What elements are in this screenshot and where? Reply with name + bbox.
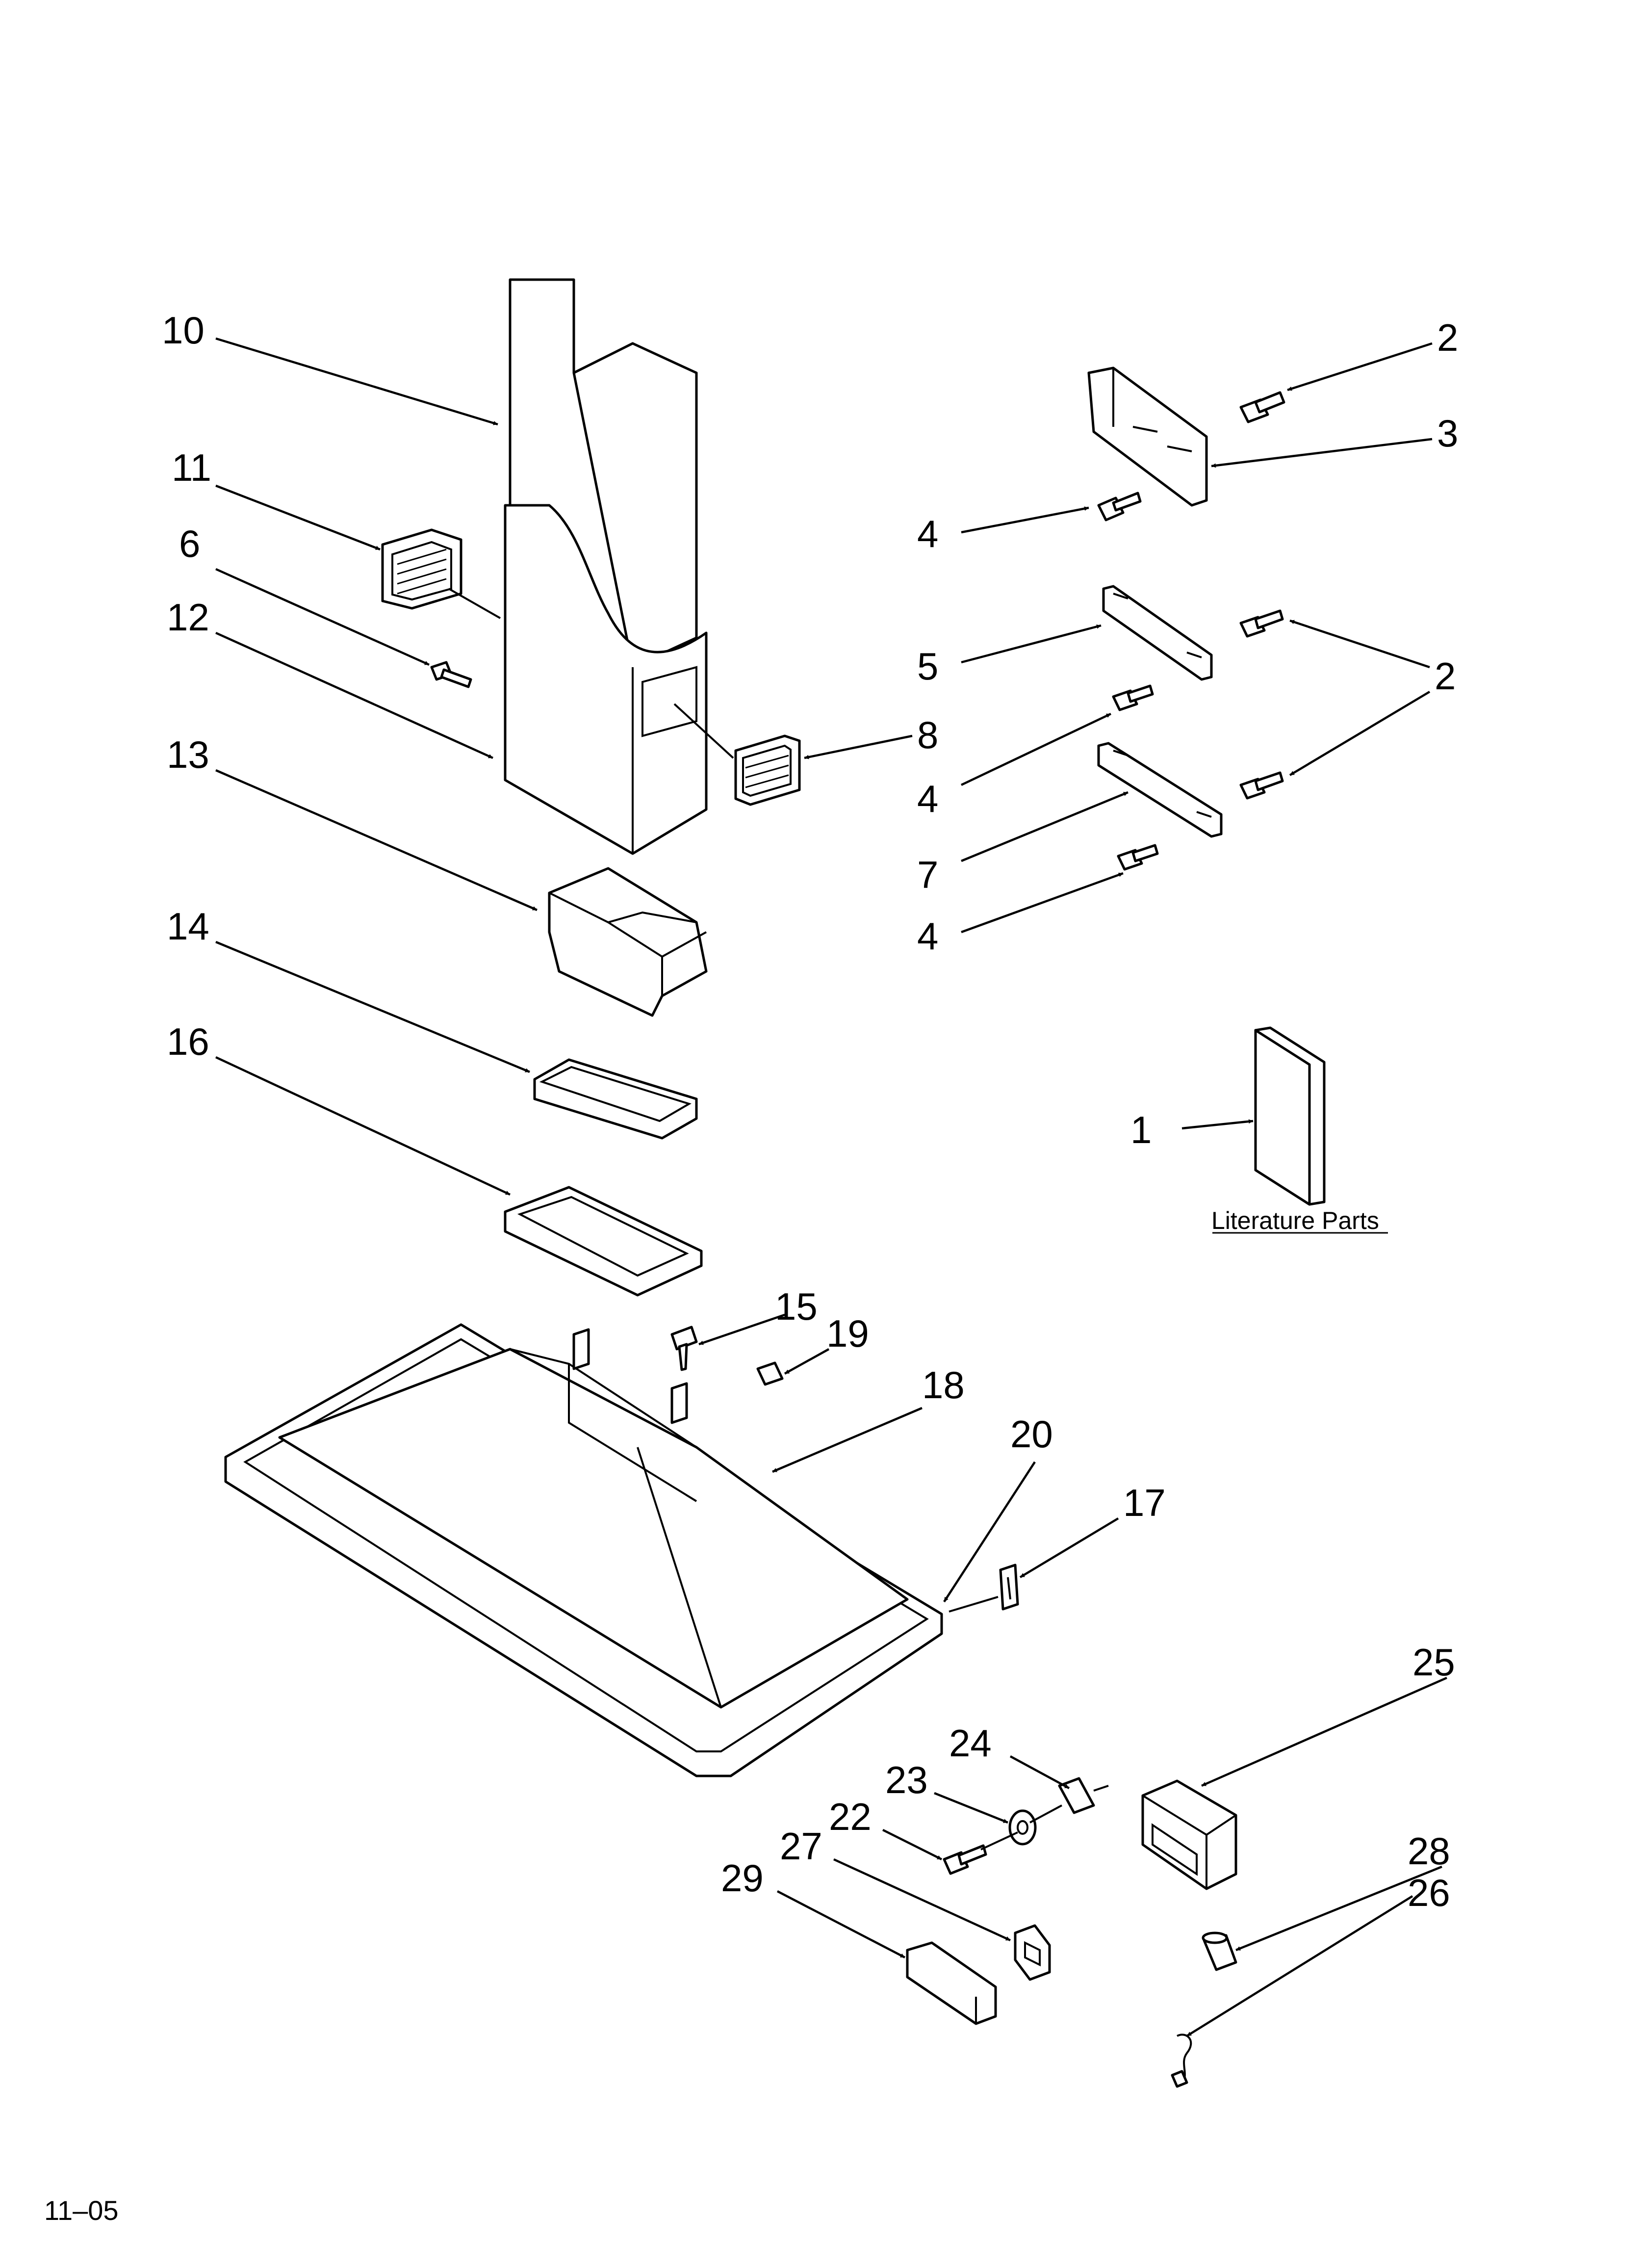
filter-plate — [504, 1186, 703, 1297]
callout-20: 20 — [1010, 1412, 1053, 1456]
callout-13: 13 — [167, 733, 209, 776]
bracket-7 — [1097, 742, 1223, 838]
screw-22 — [943, 1844, 987, 1875]
callout-8: 8 — [917, 713, 938, 756]
clip-19 — [756, 1361, 784, 1386]
callout-29: 29 — [721, 1856, 764, 1900]
literature-parts-caption: Literature Parts — [1211, 1207, 1379, 1234]
callout-5: 5 — [917, 645, 938, 688]
callout-6: 6 — [179, 522, 200, 565]
cover-plate-29 — [906, 1941, 997, 2025]
callout-4-bottom: 4 — [917, 914, 938, 958]
callout-27: 27 — [780, 1825, 822, 1868]
callout-26: 26 — [1408, 1871, 1450, 1914]
callout-2-top: 2 — [1437, 316, 1458, 359]
side-grille — [381, 528, 462, 610]
transition-duct — [548, 867, 708, 1017]
callout-14: 14 — [167, 905, 209, 948]
bracket-24 — [1058, 1777, 1109, 1814]
switch-27 — [1014, 1924, 1051, 1981]
callout-10: 10 — [162, 309, 205, 352]
screw-2b — [1239, 609, 1284, 638]
screw-2c — [1239, 771, 1284, 800]
literature-booklet — [1254, 1026, 1326, 1206]
callout-12: 12 — [167, 596, 209, 639]
callout-4-middle: 4 — [917, 777, 938, 820]
control-housing — [1141, 1779, 1237, 1890]
leader-lines — [215, 337, 1447, 2037]
callout-16: 16 — [167, 1020, 209, 1063]
callout-17: 17 — [1123, 1481, 1166, 1524]
callout-22: 22 — [829, 1795, 872, 1838]
callout-24: 24 — [949, 1721, 992, 1765]
screw-15 — [670, 1326, 698, 1371]
callout-25: 25 — [1412, 1641, 1455, 1684]
callout-7: 7 — [917, 853, 938, 896]
wire-connector-26 — [1171, 2033, 1192, 2088]
callout-11: 11 — [172, 446, 211, 489]
callout-15: 15 — [775, 1285, 818, 1328]
screw-6 — [430, 661, 472, 688]
callout-1: 1 — [1130, 1108, 1152, 1151]
knob-28 — [1202, 1931, 1237, 1971]
bracket-5 — [1102, 585, 1213, 681]
washer-23 — [1008, 1809, 1037, 1846]
callout-18: 18 — [922, 1363, 965, 1407]
clip-17 — [999, 1564, 1019, 1611]
screw-2a — [1239, 391, 1285, 423]
callout-3: 3 — [1437, 412, 1458, 455]
damper — [533, 1058, 698, 1140]
screw-4c — [1117, 844, 1159, 871]
chimney-lower-cover — [504, 504, 708, 855]
hood-body — [224, 1323, 943, 1777]
callout-23: 23 — [885, 1758, 928, 1801]
callout-28: 28 — [1408, 1829, 1450, 1873]
mounting-bracket-3 — [1087, 366, 1208, 507]
footer-code: 11–05 — [44, 2195, 119, 2226]
front-grille — [734, 734, 801, 806]
screw-4a — [1097, 492, 1142, 521]
screw-4b — [1112, 684, 1154, 711]
callout-4-top: 4 — [917, 512, 938, 555]
callout-19: 19 — [826, 1312, 869, 1355]
callout-2-middle: 2 — [1435, 654, 1456, 698]
